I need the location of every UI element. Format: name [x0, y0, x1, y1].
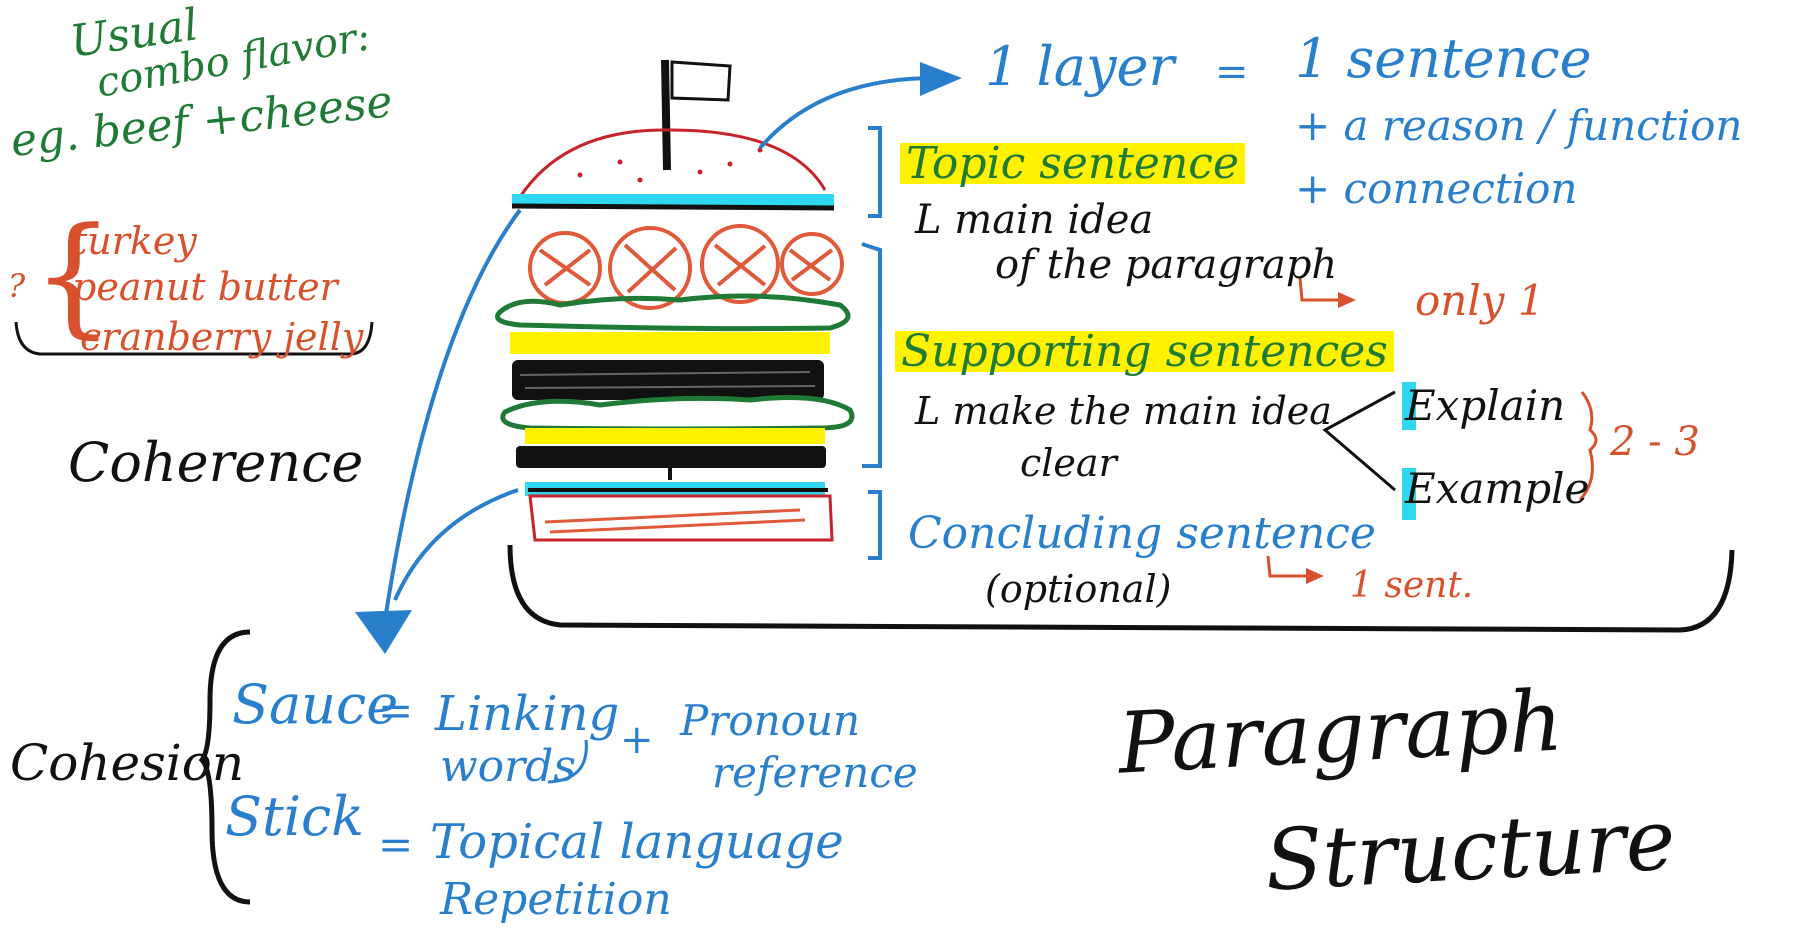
reference-label: reference	[712, 748, 918, 797]
supporting-sub-2: clear	[1020, 441, 1117, 485]
two-three: 2 - 3	[1610, 419, 1700, 465]
supporting-sentences-text: Supporting sentences	[895, 326, 1394, 377]
coherence-item-1: turkey	[72, 219, 197, 263]
burger-tomatoes	[528, 224, 844, 310]
supporting-sub-1: L make the main idea	[915, 389, 1332, 433]
cohesion-arrow-top	[383, 208, 522, 621]
burger-lettuce-top	[495, 293, 851, 332]
concluding-sentence-label: Concluding sentence	[908, 508, 1376, 559]
topic-sentence-text: Topic sentence	[900, 138, 1245, 189]
only-one-arrow	[1298, 277, 1350, 302]
coherence-item-2: peanut butter	[72, 265, 338, 309]
reason-function: + a reason / function	[1295, 101, 1743, 150]
topical-language: Topical language	[430, 814, 844, 870]
stick-label: Stick	[225, 785, 364, 848]
cohesion-arrow-bottom	[393, 488, 519, 601]
burger-lettuce-bottom	[500, 395, 855, 432]
burger-cheese-top	[510, 332, 830, 354]
cohesion-arrow-head	[355, 610, 412, 654]
cohesion-brace	[198, 629, 251, 905]
stick-equals: =	[378, 820, 414, 869]
topic-sub-1: L main idea	[915, 197, 1154, 243]
burger-bottom-bun	[525, 465, 834, 542]
topic-sub-2: of the paragraph	[995, 242, 1338, 288]
burger-top-bun	[511, 128, 835, 211]
supporting-sentences-label: Supporting sentences	[895, 326, 1394, 377]
title-structure: Structure	[1262, 790, 1678, 910]
concluding-bracket	[868, 490, 882, 560]
coherence-item-3: cranberry jelly	[80, 315, 364, 359]
linking-label: Linking	[435, 686, 620, 742]
structure-bracket	[507, 544, 1735, 633]
one-sent: 1 sent.	[1350, 565, 1474, 606]
explain-label: Explain	[1405, 381, 1566, 430]
repetition-label: Repetition	[440, 874, 672, 925]
one-sentence: 1 sentence	[1295, 27, 1592, 90]
coherence-brace-glyph: {	[32, 199, 115, 351]
question-mark: ?	[8, 267, 26, 305]
words-label: words	[440, 741, 576, 792]
only-one: only 1	[1415, 276, 1545, 325]
coherence-label: Coherence	[68, 431, 364, 494]
one-sent-arrow	[1266, 555, 1318, 578]
topic-sentence-label: Topic sentence	[900, 138, 1245, 189]
explain-example-branch	[1322, 390, 1396, 492]
sauce-equals: =	[378, 686, 414, 735]
two-three-brace	[1578, 391, 1598, 502]
burger-flag	[661, 59, 732, 171]
layer-equals: =	[1215, 49, 1249, 95]
sauce-label: Sauce	[232, 673, 399, 736]
burger-cheese-bottom	[525, 428, 825, 444]
burger-patty	[512, 360, 824, 400]
cohesion-label: Cohesion	[10, 734, 245, 792]
pronoun-label: Pronoun	[680, 696, 861, 745]
layer-arrow	[758, 76, 936, 150]
cohesion-plus: +	[620, 717, 654, 763]
title-paragraph: Paragraph	[1115, 671, 1566, 793]
connection: + connection	[1295, 164, 1578, 213]
coherence-bracket	[14, 321, 374, 356]
optional-label: (optional)	[985, 567, 1172, 611]
topic-bracket	[868, 126, 882, 218]
example-label: Example	[1405, 464, 1590, 513]
one-layer: 1 layer	[985, 35, 1175, 98]
burger-thin-patty	[516, 446, 826, 468]
supporting-bracket	[861, 242, 882, 468]
